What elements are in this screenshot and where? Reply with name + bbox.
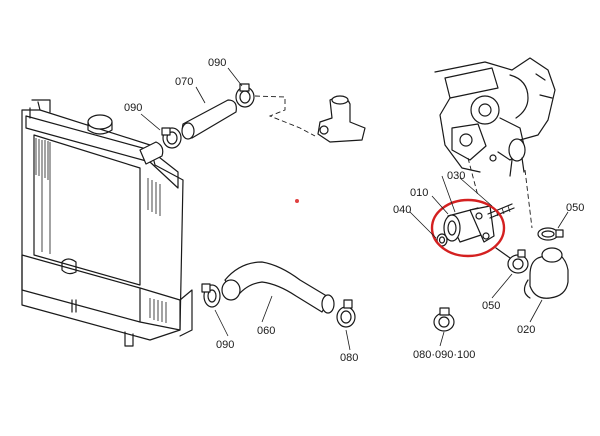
label-010: 010 bbox=[410, 187, 428, 199]
hose-clamp-kit bbox=[433, 307, 455, 332]
label-030: 030 bbox=[447, 170, 465, 182]
hose-clamp-050-bottom bbox=[495, 247, 529, 274]
label-090-top: 090 bbox=[208, 57, 226, 69]
thermostat-cover bbox=[317, 95, 366, 143]
hose-clamp-left bbox=[161, 127, 182, 149]
label-050-right: 050 bbox=[566, 202, 584, 214]
highlight-circle bbox=[430, 198, 506, 258]
leader-lines bbox=[140, 67, 569, 351]
label-090-left: 090 bbox=[124, 102, 142, 114]
label-060: 060 bbox=[257, 325, 275, 337]
marker-dot bbox=[295, 199, 299, 203]
hose-clamp-lower-left bbox=[201, 283, 221, 308]
upper-hose-070 bbox=[181, 99, 237, 140]
hose-clamp-top bbox=[235, 83, 255, 108]
water-pump-housing bbox=[434, 57, 556, 229]
label-080: 080 bbox=[340, 352, 358, 364]
label-070: 070 bbox=[175, 76, 193, 88]
hose-clamp-050-right bbox=[537, 227, 564, 241]
radiator bbox=[21, 99, 193, 347]
lower-hose-060 bbox=[221, 261, 335, 314]
label-040: 040 bbox=[393, 204, 411, 216]
label-080-090-100: 080·090·100 bbox=[413, 349, 475, 361]
part-labels: 090 070 090 090 060 080 030 010 040 050 … bbox=[124, 57, 584, 364]
label-020: 020 bbox=[517, 324, 535, 336]
water-pipe-010 bbox=[443, 205, 495, 243]
label-050-bottom: 050 bbox=[482, 300, 500, 312]
bypass-hose-020 bbox=[523, 247, 569, 299]
label-090-bottom: 090 bbox=[216, 339, 234, 351]
hose-clamp-lower-right bbox=[336, 299, 356, 328]
radiator-fins bbox=[35, 138, 167, 323]
radiator-cap bbox=[87, 114, 113, 135]
routing-line-upper bbox=[254, 95, 316, 137]
